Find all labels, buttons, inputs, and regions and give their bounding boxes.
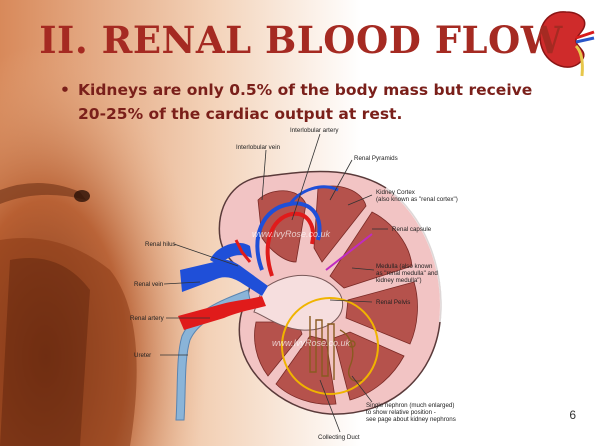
label-ureter: Ureter <box>134 352 151 359</box>
label-interlobular-artery: Interlobular artery <box>290 127 339 134</box>
label-medulla-2: as "renal medulla" and <box>376 270 438 277</box>
watermark-bottom: www.IvyRose.co.uk <box>272 338 351 348</box>
label-nephron-3: see page about kidney nephrons <box>366 416 456 423</box>
label-renal-pyramids: Renal Pyramids <box>354 155 398 162</box>
label-renal-hilus: Renal hilus <box>145 241 176 248</box>
label-collecting-duct: Collecting Duct <box>318 434 360 441</box>
label-renal-artery: Renal artery <box>130 315 165 322</box>
label-medulla-1: Medulla (also known <box>376 263 433 270</box>
label-nephron-1: Single nephron (much enlarged) <box>366 402 454 409</box>
watermark-top: www.IvyRose.co.uk <box>252 229 331 239</box>
page-number: 6 <box>569 408 576 422</box>
label-kidney-cortex-sub: (also known as "renal cortex") <box>376 196 458 203</box>
label-kidney-cortex: Kidney Cortex <box>376 189 416 196</box>
label-interlobular-vein: Interlobular vein <box>236 144 281 151</box>
label-medulla-3: kidney medulla") <box>376 277 422 284</box>
label-renal-capsule: Renal capsule <box>392 226 432 233</box>
label-nephron-2: to show relative position - <box>366 409 436 416</box>
label-renal-pelvis: Renal Pelvis <box>376 299 410 306</box>
label-renal-vein: Renal vein <box>134 281 164 288</box>
